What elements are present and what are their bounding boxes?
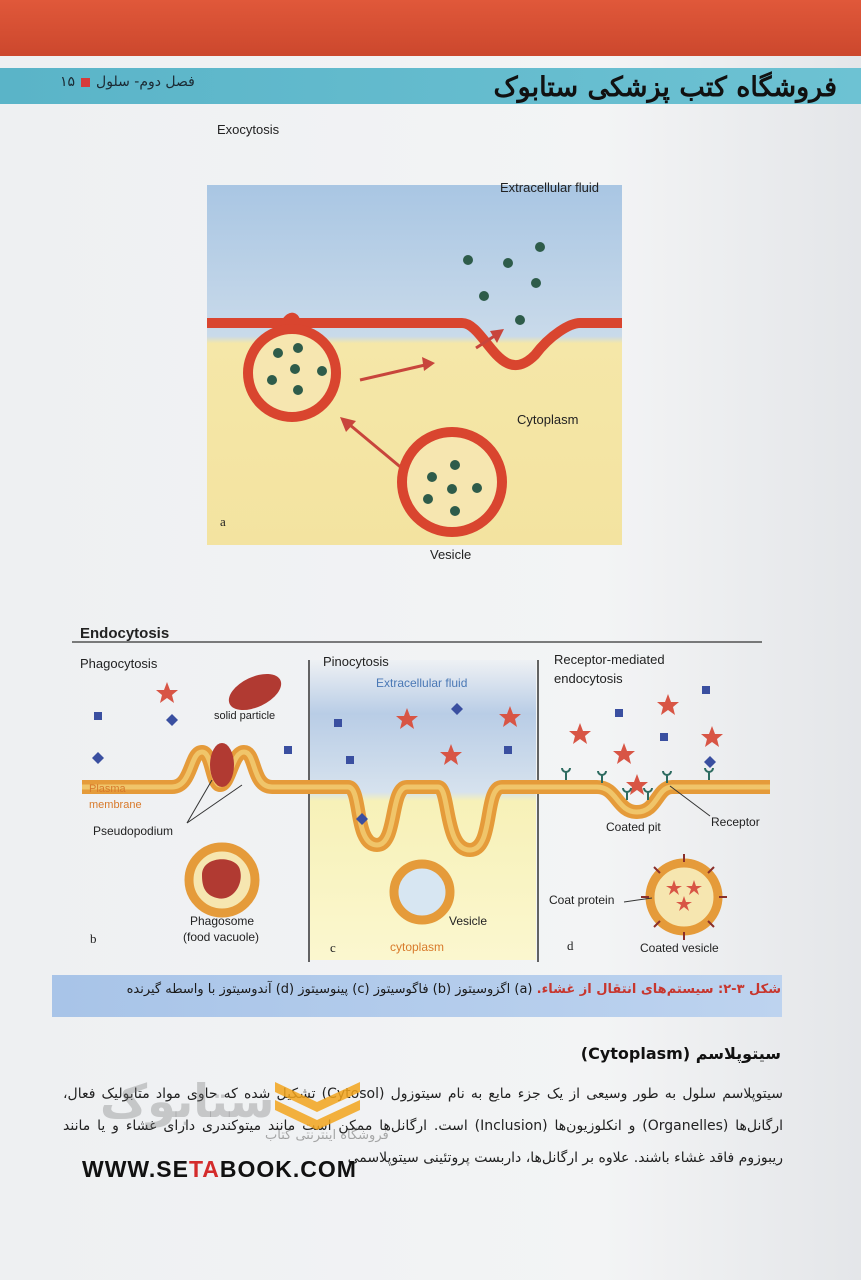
phagosome-particle [202, 859, 241, 899]
receptor-label: Receptor [711, 815, 760, 829]
book-cover-edge [0, 0, 861, 64]
vesicle [397, 427, 507, 537]
receptor-pointer [669, 785, 711, 817]
figure-caption: شکل ۳-۲: سیستم‌های انتقال از غشاء. (a) ا… [81, 981, 781, 998]
endocytosis-diagram [72, 641, 770, 962]
lower-vesicle-molecules [423, 460, 482, 516]
phagocytosis-title: Phagocytosis [80, 656, 158, 671]
cytoplasm-label: Cytoplasm [517, 412, 579, 427]
exocytosis-diagram [207, 185, 622, 545]
panel-a-label: a [220, 514, 226, 529]
url-part-3: BOOK.COM [219, 1156, 357, 1182]
shop-title: فروشگاه کتب پزشکی ستابوک [493, 72, 837, 103]
pseudopodium-label: Pseudopodium [93, 824, 174, 838]
coated-pit-label: Coated pit [606, 820, 661, 834]
receptor-title-1: Receptor-mediated [554, 652, 665, 667]
page-number: ۱۵ [60, 74, 76, 90]
pinocytosis-extracellular-label: Extracellular fluid [376, 676, 468, 690]
pinocytosis-vesicle [389, 859, 455, 925]
section-paragraph: سیتوپلاسم سلول به طور وسیعی از یک جزء ما… [63, 1086, 783, 1166]
coat-spikes [641, 854, 727, 940]
extracellular-fluid-label: Extracellular fluid [500, 180, 599, 195]
membrane-label: membrane [89, 799, 142, 811]
header-bar [0, 68, 861, 104]
url-part-1: WWW.SE [82, 1156, 189, 1182]
endocytosis-title: Endocytosis [80, 625, 170, 642]
pinocytosis-title: Pinocytosis [323, 654, 389, 669]
panel-c-label: c [330, 940, 336, 955]
coat-protein-pointer [623, 897, 653, 903]
pinocytosis-vesicle-label: Vesicle [449, 914, 488, 928]
running-header: فصل دوم- سلول ۱۵ [60, 74, 195, 90]
receptors [561, 767, 714, 800]
square-molecules [92, 686, 716, 898]
caption-text: (a) اگزوسیتوز (b) فاگوسیتوز (c) پینوسیتو… [126, 982, 537, 997]
coated-vesicle-cargo [666, 880, 702, 911]
engulfed-particle [210, 743, 234, 787]
watermark-logo-icon [275, 1082, 360, 1130]
url-part-2: TA [188, 1156, 220, 1182]
panel-d-label: d [567, 938, 574, 953]
panel-b-label: b [90, 931, 97, 946]
pinocytosis-cytoplasm-label: cytoplasm [390, 940, 445, 954]
solid-particle-label: solid particle [214, 710, 276, 722]
released-molecules [463, 242, 545, 325]
plasma-label: Plasma [89, 783, 126, 795]
pseudopodium-pointers [186, 779, 243, 824]
vesicle-molecules [267, 343, 327, 395]
section-title: سیتوپلاسم (Cytoplasm) [580, 1044, 781, 1063]
food-vacuole-label: (food vacuole) [183, 930, 260, 944]
receptor-title-2: endocytosis [554, 671, 623, 686]
phagosome-label: Phagosome [190, 914, 255, 928]
coat-protein-label: Coat protein [549, 893, 615, 907]
header-square-icon [81, 77, 91, 87]
coated-vesicle-label: Coated vesicle [640, 941, 719, 955]
solid-particle [228, 673, 282, 711]
watermark-url: WWW.SETABOOK.COM [82, 1156, 357, 1183]
watermark-subtitle: فروشگاه اینترنتی کتاب [265, 1128, 389, 1143]
caption-figure-label: شکل ۳-۲: سیستم‌های انتقال از غشاء. [536, 982, 781, 997]
exocytosis-title: Exocytosis [217, 122, 280, 137]
vesicle-label: Vesicle [430, 547, 472, 562]
plasma-membrane [207, 312, 622, 370]
caption-bar [52, 975, 782, 1017]
chapter-title: فصل دوم- سلول [96, 74, 195, 90]
watermark-brand: ستابوک [100, 1074, 275, 1128]
